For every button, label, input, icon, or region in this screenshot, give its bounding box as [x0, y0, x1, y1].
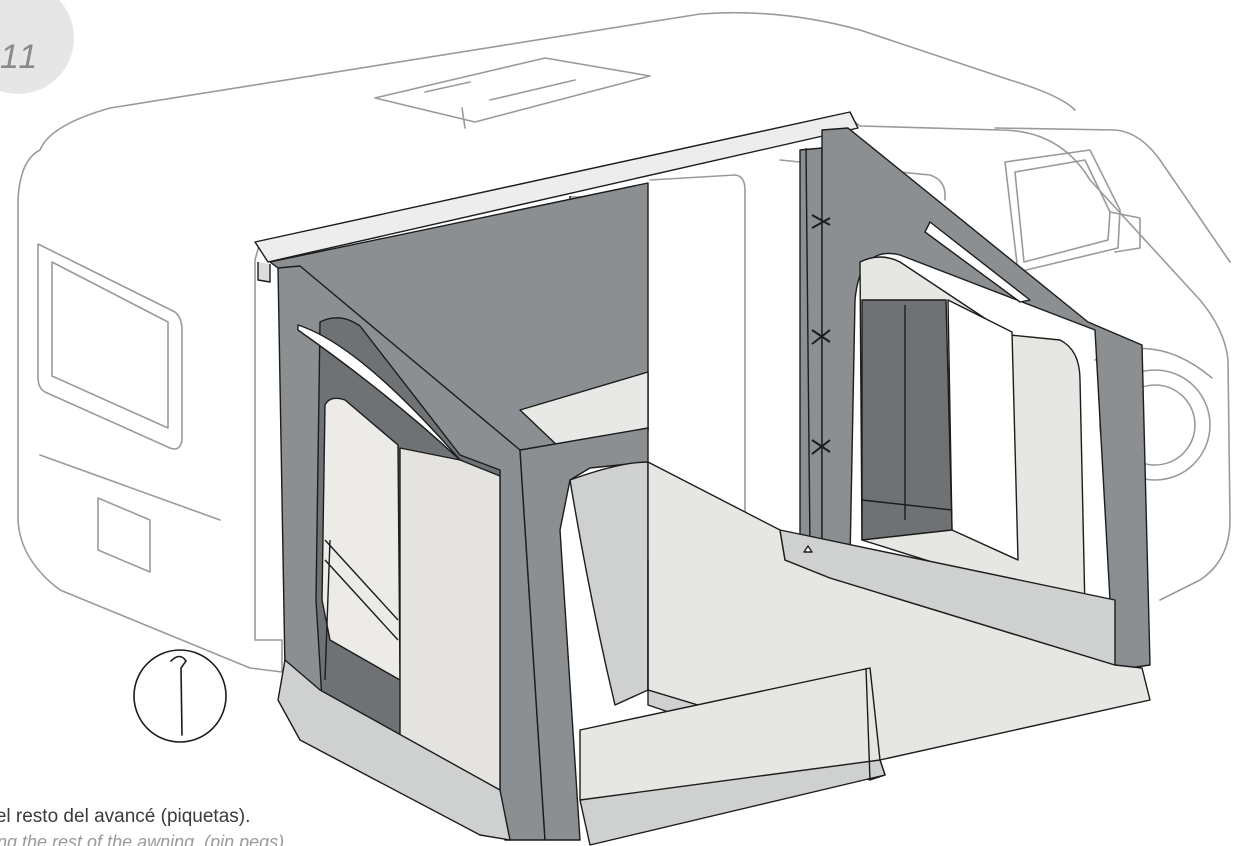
- step-number: 11: [0, 38, 40, 76]
- motorhome-outline: [17, 11, 1231, 673]
- instruction-text-es: a el resto del avancé (piquetas).: [0, 806, 251, 827]
- awning-front-beam: [519, 427, 649, 841]
- cab-window-icon: [1004, 149, 1121, 273]
- side-window-icon: [37, 243, 183, 450]
- skylight-icon: [374, 57, 651, 123]
- pin-peg-icon: [133, 649, 227, 743]
- awning-right-section: [579, 127, 1151, 846]
- awning-left-section: [277, 265, 546, 841]
- instruction-text-en: wing the rest of the awning. (pin pegs): [0, 832, 285, 846]
